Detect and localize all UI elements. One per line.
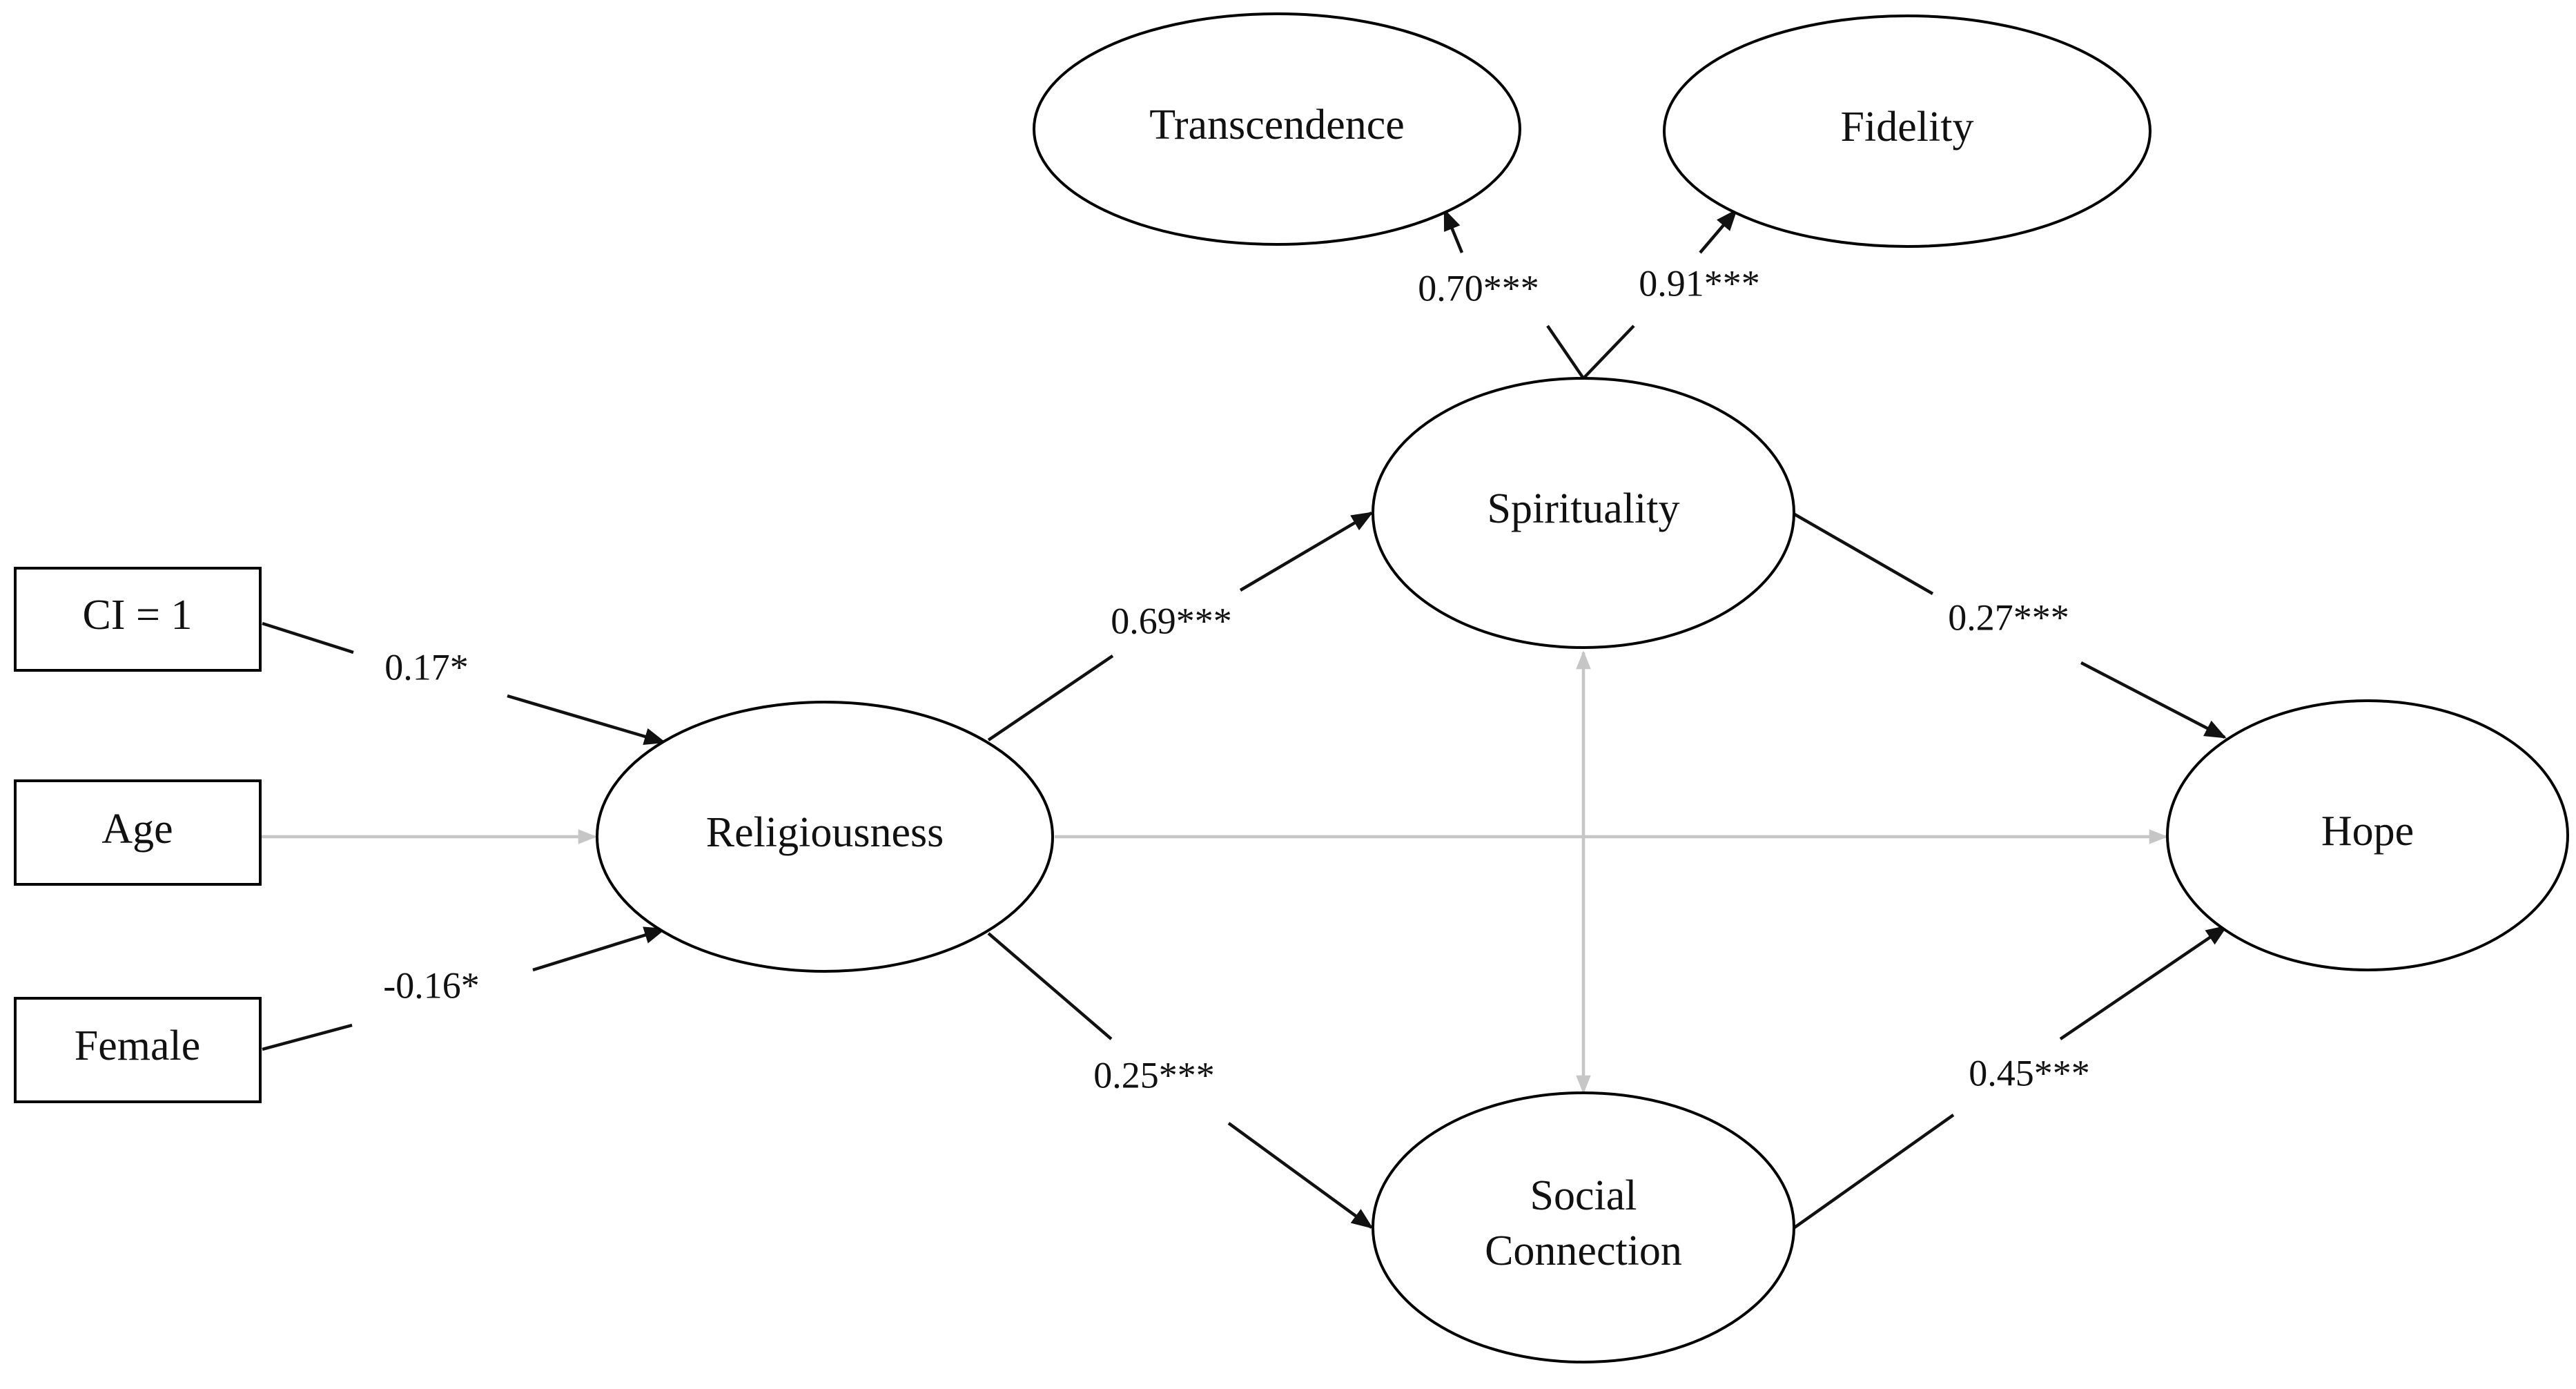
- node-hope-label: Hope: [2321, 808, 2414, 855]
- node-spirituality-label: Spirituality: [1487, 485, 1680, 532]
- node-social-connection: Social Connection: [1372, 1091, 1795, 1363]
- coef-female-religiousness: -0.16*: [383, 964, 479, 1006]
- path-spirituality-fidelity-seg1: [1582, 324, 1635, 380]
- node-female-label: Female: [75, 1022, 201, 1069]
- node-spirituality: Spirituality: [1372, 377, 1795, 649]
- path-spirituality-fidelity-seg2: [1699, 208, 1738, 254]
- path-ci-religiousness-seg1: [262, 621, 354, 654]
- path-spirituality-transcendence-seg2: [1443, 208, 1464, 253]
- coef-spirituality-transcendence: 0.70***: [1418, 267, 1539, 309]
- node-age: Age: [14, 779, 262, 886]
- path-religiousness-social-seg1: [987, 932, 1113, 1040]
- coef-social-hope: 0.45***: [1969, 1052, 2090, 1094]
- path-religiousness-spirituality-seg1: [987, 654, 1114, 741]
- path-spirituality-transcendence-seg1: [1546, 324, 1585, 380]
- node-hope: Hope: [2166, 699, 2569, 971]
- path-spirituality-hope-seg2: [2080, 661, 2227, 739]
- coef-religiousness-spirituality: 0.69***: [1111, 600, 1232, 641]
- node-transcendence: Transcendence: [1033, 12, 1521, 246]
- path-social-hope-seg2: [2059, 925, 2228, 1040]
- node-age-label: Age: [101, 806, 173, 853]
- path-female-religiousness-seg1: [262, 1023, 353, 1051]
- node-fidelity: Fidelity: [1663, 14, 2151, 248]
- coef-ci-religiousness: 0.17*: [384, 646, 469, 688]
- node-social-connection-label-line1: Social: [1530, 1172, 1637, 1219]
- path-female-religiousness-seg2: [532, 926, 667, 972]
- path-spirituality-hope-seg1: [1793, 513, 1934, 595]
- node-ci-label: CI = 1: [83, 592, 193, 639]
- node-ci: CI = 1: [14, 567, 262, 672]
- path-social-hope-seg1: [1793, 1114, 1955, 1229]
- path-ci-religiousness-seg2: [507, 694, 667, 746]
- node-religiousness: Religiousness: [596, 701, 1054, 973]
- node-transcendence-label: Transcendence: [1149, 101, 1405, 148]
- path-religiousness-social-seg2: [1227, 1122, 1374, 1229]
- node-fidelity-label: Fidelity: [1841, 104, 1974, 150]
- coef-religiousness-social: 0.25***: [1093, 1054, 1215, 1096]
- node-female: Female: [14, 997, 262, 1103]
- node-religiousness-label: Religiousness: [706, 809, 944, 856]
- coef-spirituality-hope: 0.27***: [1948, 596, 2069, 638]
- path-religiousness-spirituality-seg2: [1239, 512, 1374, 592]
- coef-spirituality-fidelity: 0.91***: [1639, 262, 1760, 304]
- node-social-connection-label-line2: Connection: [1485, 1227, 1682, 1274]
